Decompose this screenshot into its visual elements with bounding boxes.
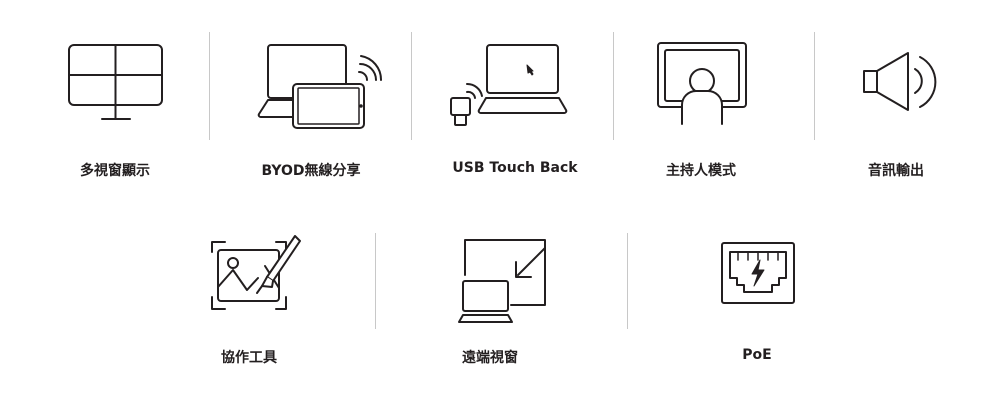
poe-icon [721,242,795,304]
divider [613,32,614,140]
presenter-mode-icon [657,42,747,125]
feature-label-multi-window: 多視窗顯示 [80,163,150,179]
audio-output-icon [863,52,937,111]
multi-window-display-icon [68,44,163,120]
divider [411,32,412,140]
divider [814,32,815,140]
usb-touch-back-icon [450,44,568,126]
feature-label-usb-touch-back: USB Touch Back [452,160,578,176]
collaboration-tools-icon [211,235,301,310]
divider [627,233,628,329]
feature-label-poe: PoE [742,347,772,363]
feature-label-byod: BYOD無線分享 [261,163,361,179]
feature-label-audio-output: 音訊輸出 [868,163,924,179]
feature-label-remote-window: 遠端視窗 [462,350,518,366]
feature-label-presenter-mode: 主持人模式 [666,163,736,179]
remote-window-icon [458,239,546,323]
divider [375,233,376,329]
feature-label-collaboration: 協作工具 [221,350,277,366]
byod-wireless-share-icon [257,44,383,129]
divider [209,32,210,140]
